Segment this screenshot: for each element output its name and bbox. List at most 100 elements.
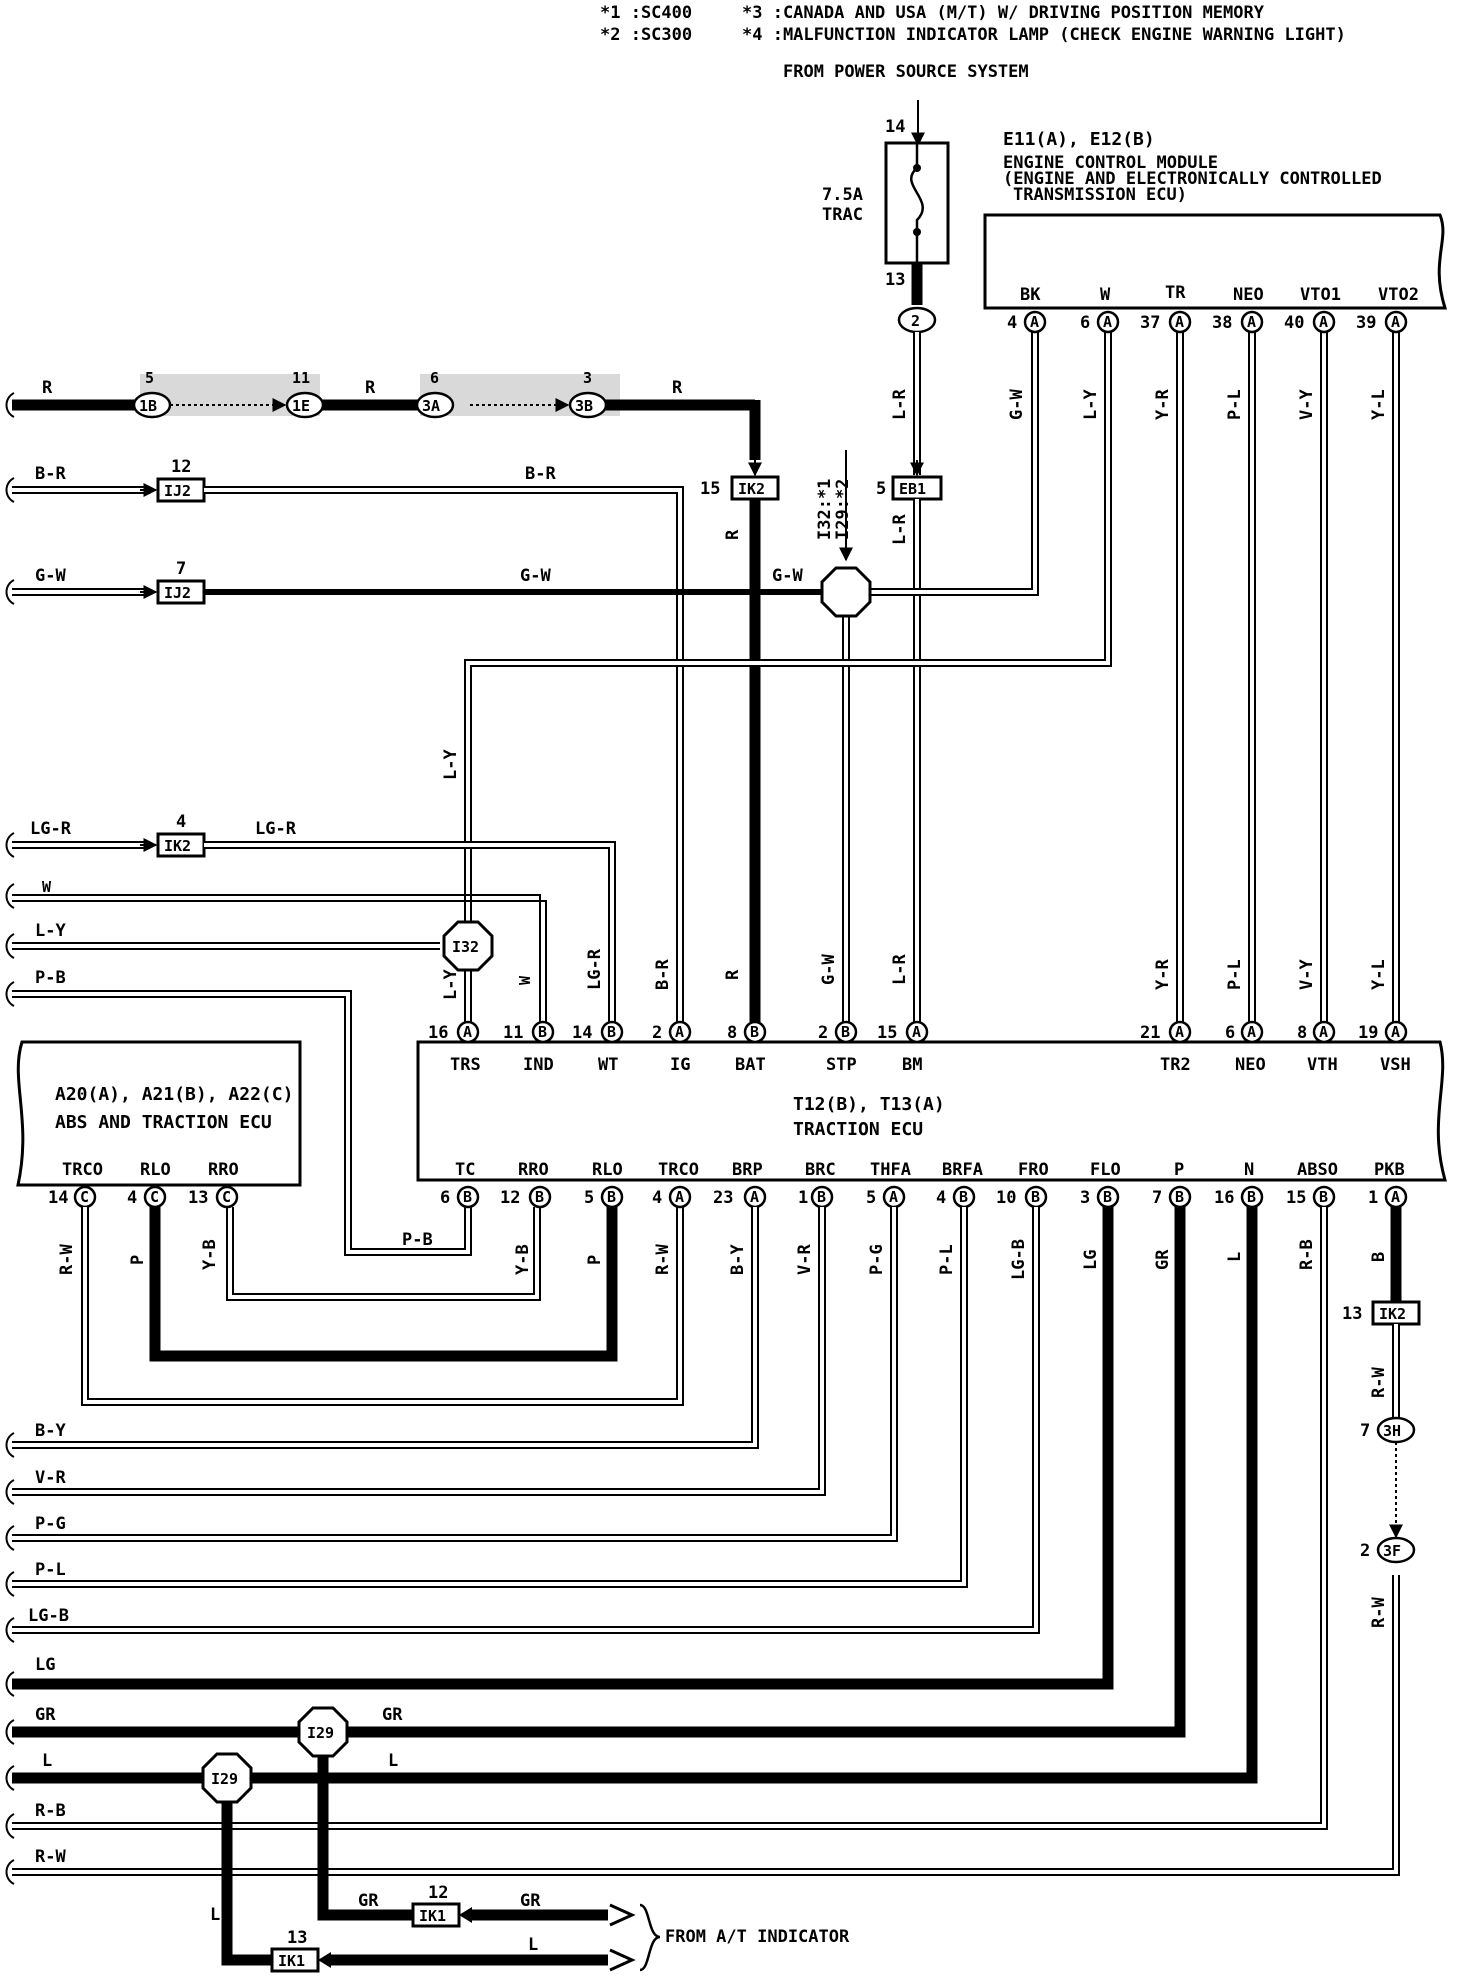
svg-text:12: 12 — [500, 1188, 520, 1208]
fuse-name: TRAC — [822, 205, 863, 225]
svg-text:4: 4 — [176, 812, 186, 832]
svg-text:37: 37 — [1140, 313, 1160, 333]
svg-text:P-G: P-G — [35, 1514, 66, 1534]
i29-junctions: I29 I29 GR L — [201, 1706, 413, 1966]
svg-text:16: 16 — [428, 1023, 448, 1043]
svg-text:B: B — [535, 1188, 544, 1206]
svg-text:3B: 3B — [575, 397, 593, 415]
svg-text:IJ2: IJ2 — [164, 584, 191, 602]
svg-text:19: 19 — [1358, 1023, 1378, 1043]
fuse-amp: 7.5A — [822, 185, 863, 205]
svg-text:LG-R: LG-R — [255, 819, 297, 839]
ecm-name-3: TRANSMISSION ECU) — [1013, 185, 1187, 205]
abs-ecu-connectors: A20(A), A21(B), A22(C) — [55, 1084, 293, 1105]
svg-text:A: A — [1030, 313, 1039, 331]
pin-ind: B 11 IND — [503, 1020, 555, 1075]
svg-text:GR: GR — [382, 1705, 403, 1725]
traction-ecu-name: TRACTION ECU — [793, 1119, 923, 1140]
ecm-to-traction-wires: Y-R P-L V-Y Y-L Y-R P-L V-Y Y-L — [1153, 320, 1400, 1028]
svg-text:GR: GR — [1153, 1249, 1173, 1270]
svg-text:IJ2: IJ2 — [164, 482, 191, 500]
svg-text:L: L — [528, 1935, 538, 1955]
svg-text:C: C — [80, 1188, 89, 1206]
svg-text:Y-L: Y-L — [1369, 389, 1389, 420]
svg-text:4: 4 — [936, 1188, 946, 1208]
connector-1b — [132, 391, 172, 419]
svg-text:A: A — [463, 1023, 472, 1041]
power-source: FROM POWER SOURCE SYSTEM 14 13 7.5A TRAC… — [783, 62, 1029, 334]
pin-stp: B 2 STP — [818, 1020, 858, 1075]
svg-text:23: 23 — [713, 1188, 733, 1208]
pin-rro: RRO B 12 Y-B — [500, 1160, 552, 1275]
svg-text:2: 2 — [652, 1023, 662, 1043]
svg-text:B: B — [817, 1188, 826, 1206]
svg-text:P-B: P-B — [35, 968, 66, 988]
svg-text:2: 2 — [1360, 1541, 1370, 1561]
pin-bat: B 8 BAT — [727, 1020, 767, 1075]
svg-text:B: B — [463, 1188, 472, 1206]
svg-text:40: 40 — [1284, 313, 1304, 333]
svg-text:LG: LG — [1081, 1250, 1101, 1270]
svg-text:14: 14 — [48, 1188, 68, 1208]
svg-text:12: 12 — [171, 457, 191, 477]
svg-text:I29:*2: I29:*2 — [833, 479, 853, 540]
svg-text:L: L — [1225, 1252, 1245, 1262]
p-b-wire: P-B P-B — [12, 968, 472, 1256]
svg-text:10: 10 — [996, 1188, 1016, 1208]
svg-text:6: 6 — [430, 369, 439, 387]
svg-text:ABSO: ABSO — [1297, 1160, 1338, 1180]
svg-text:A: A — [1247, 1023, 1256, 1041]
ecm-pin-vto2: A 39 VTO2 — [1356, 285, 1419, 334]
svg-text:1E: 1E — [292, 397, 310, 415]
svg-text:B-Y: B-Y — [35, 1421, 66, 1441]
svg-text:B: B — [538, 1023, 547, 1041]
svg-text:L: L — [42, 1751, 52, 1771]
svg-text:A: A — [1175, 313, 1184, 331]
svg-text:G-W: G-W — [1007, 389, 1027, 420]
svg-text:B: B — [1175, 1188, 1184, 1206]
svg-text:LG-R: LG-R — [585, 948, 605, 990]
junction-octagon-stp — [820, 566, 872, 618]
svg-text:L: L — [210, 1905, 220, 1925]
svg-text:13: 13 — [287, 1928, 307, 1948]
svg-text:38: 38 — [1212, 313, 1232, 333]
svg-text:B: B — [607, 1188, 616, 1206]
svg-text:I29: I29 — [211, 1770, 238, 1788]
at-indicator-label: FROM A/T INDICATOR — [665, 1927, 850, 1947]
wire-end-brackets — [5, 392, 15, 1885]
svg-text:P-L: P-L — [1225, 389, 1245, 420]
w-wire: W W — [12, 878, 547, 1028]
svg-text:A: A — [750, 1188, 759, 1206]
pin-brc: BRC B 1 V-R — [795, 1160, 836, 1275]
ecm-connectors: E11(A), E12(B) — [1003, 129, 1155, 150]
note-4: *4 :MALFUNCTION INDICATOR LAMP (CHECK EN… — [742, 25, 1346, 45]
svg-text:RRO: RRO — [208, 1160, 239, 1180]
pin-neo: A 6 NEO — [1225, 1020, 1266, 1075]
pin-vsh: A 19 VSH — [1358, 1020, 1411, 1075]
svg-text:R-W: R-W — [1369, 1597, 1389, 1628]
svg-text:P-G: P-G — [867, 1244, 887, 1275]
svg-text:B: B — [1031, 1188, 1040, 1206]
svg-text:GR: GR — [35, 1705, 56, 1725]
svg-text:3F: 3F — [1383, 1542, 1401, 1560]
svg-text:5: 5 — [866, 1188, 876, 1208]
svg-text:4: 4 — [1007, 313, 1017, 333]
ecm-pin-w: A 6 W — [1080, 285, 1120, 334]
pin-vth: A 8 VTH — [1297, 1020, 1338, 1075]
svg-text:LG-B: LG-B — [28, 1606, 69, 1626]
svg-text:G-W: G-W — [520, 566, 551, 586]
svg-text:P-L: P-L — [35, 1560, 66, 1580]
svg-text:V-Y: V-Y — [1297, 959, 1317, 990]
svg-text:5: 5 — [876, 479, 886, 499]
svg-text:6: 6 — [1225, 1023, 1235, 1043]
svg-text:B-Y: B-Y — [728, 1244, 748, 1275]
svg-text:11: 11 — [503, 1023, 523, 1043]
svg-text:2: 2 — [818, 1023, 828, 1043]
svg-text:P: P — [128, 1255, 148, 1265]
svg-text:LG-B: LG-B — [1009, 1239, 1029, 1280]
svg-text:VTO2: VTO2 — [1378, 285, 1419, 305]
traction-bottom-pins: TC B 6 RRO B 12 Y-B RLO B 5 P TRCO A 4 R… — [440, 1160, 1408, 1280]
notes: *1 :SC400 *2 :SC300 *3 :CANADA AND USA (… — [600, 3, 1346, 45]
svg-text:RLO: RLO — [592, 1160, 623, 1180]
